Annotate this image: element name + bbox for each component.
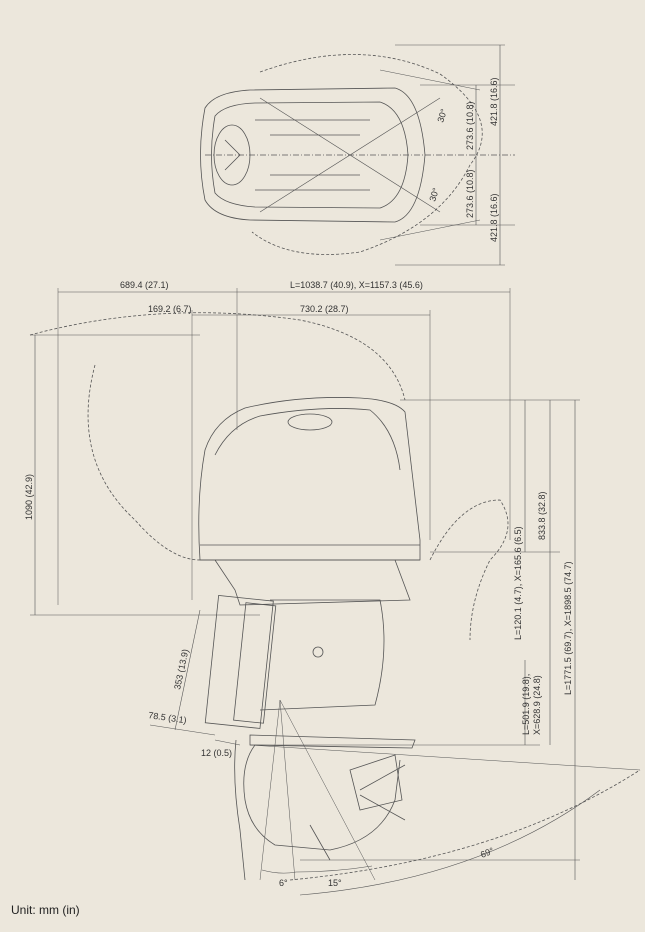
dim-offset-b: 12 (0.5)	[201, 748, 232, 758]
dim-right-1: L=120.1 (4.7), X=165.6 (6.5)	[513, 526, 523, 640]
side-cowling-vent	[287, 413, 333, 431]
dim-right-2: 833.8 (32.8)	[537, 491, 547, 540]
transom-line	[234, 739, 246, 881]
side-propeller-blades	[359, 764, 406, 821]
side-anti-vent-plate	[249, 734, 416, 749]
dim-mid-left: 169.2 (6.7)	[148, 304, 192, 314]
side-tilt-cylinder	[233, 602, 277, 724]
trim-angle-lines	[259, 699, 376, 881]
side-view-labels: L=1038.7 (40.9), X=1157.3 (45.6) 689.4 (…	[24, 280, 573, 888]
tilt-swing-arc-bottom	[289, 769, 641, 881]
dim-top-overall: L=1038.7 (40.9), X=1157.3 (45.6)	[290, 280, 423, 290]
side-midsection	[214, 559, 411, 606]
side-cowling-seam	[200, 544, 420, 561]
tilt-angle-arc	[299, 789, 601, 896]
unit-note: Unit: mm (in)	[11, 903, 80, 917]
tilted-lower-unit-ghost	[429, 499, 509, 641]
dim-lines-right	[524, 400, 576, 880]
angle-trim-b: 15°	[328, 878, 342, 888]
side-propeller	[349, 754, 403, 811]
side-view	[29, 288, 641, 896]
side-clamp-bracket	[204, 594, 274, 729]
dim-top-upper-inner: 273.6 (10.8)	[465, 101, 475, 150]
angle-trim-a: 6°	[279, 878, 288, 888]
side-cowling-outline	[198, 397, 421, 561]
top-angle-guide-lower	[379, 219, 481, 241]
side-driveshaft-housing	[259, 599, 385, 711]
dim-offset-a: 78.5 (3.1)	[148, 710, 188, 725]
angle-tilt: 69°	[479, 845, 496, 860]
side-extension-lines-vertical	[57, 288, 511, 605]
dim-right-3: L=1771.5 (69.7), X=1898.5 (74.7)	[563, 561, 573, 695]
dim-top-left: 689.4 (27.1)	[120, 280, 169, 290]
top-cowling-outline	[200, 87, 426, 223]
dim-top-lower-outer: 421.8 (16.6)	[489, 193, 499, 242]
top-swing-arc	[251, 54, 483, 255]
top-cowling-inner	[211, 101, 409, 209]
dim-line-offset	[149, 724, 241, 746]
side-cowling-contour	[214, 408, 401, 471]
tilt-swing-arc-left	[87, 364, 201, 561]
side-skeg	[309, 824, 331, 861]
angle-label-upper: 30°	[435, 107, 449, 123]
tilt-angle-baseline	[249, 744, 641, 771]
top-view-labels: 30° 30° 273.6 (10.8) 421.8 (16.6) 273.6 …	[427, 77, 499, 242]
side-trim-sender	[312, 646, 324, 658]
top-angle-guide-upper	[379, 69, 481, 91]
side-gearcase	[243, 744, 401, 851]
top-extension-lines	[395, 44, 515, 266]
trim-angle-arcs	[261, 865, 373, 874]
tilt-swing-arc-top	[29, 312, 406, 401]
side-extension-lines-horizontal	[30, 334, 580, 861]
dim-top-lower-inner: 273.6 (10.8)	[465, 169, 475, 218]
dim-mid-right: 730.2 (28.7)	[300, 304, 349, 314]
top-angle-lines	[259, 97, 441, 213]
dim-top-upper-outer: 421.8 (16.6)	[489, 77, 499, 126]
dim-line-bracket	[174, 609, 201, 731]
top-view	[200, 44, 515, 266]
top-dimension-lines	[475, 45, 501, 265]
dim-height-left: 1090 (42.9)	[24, 474, 34, 520]
top-cowling-ribs	[255, 119, 370, 191]
dim-right-4b: X=628.9 (24.8)	[532, 675, 542, 735]
angle-label-lower: 30°	[427, 186, 441, 202]
dim-right-4a: L=501.9 (19.8),	[521, 674, 531, 735]
